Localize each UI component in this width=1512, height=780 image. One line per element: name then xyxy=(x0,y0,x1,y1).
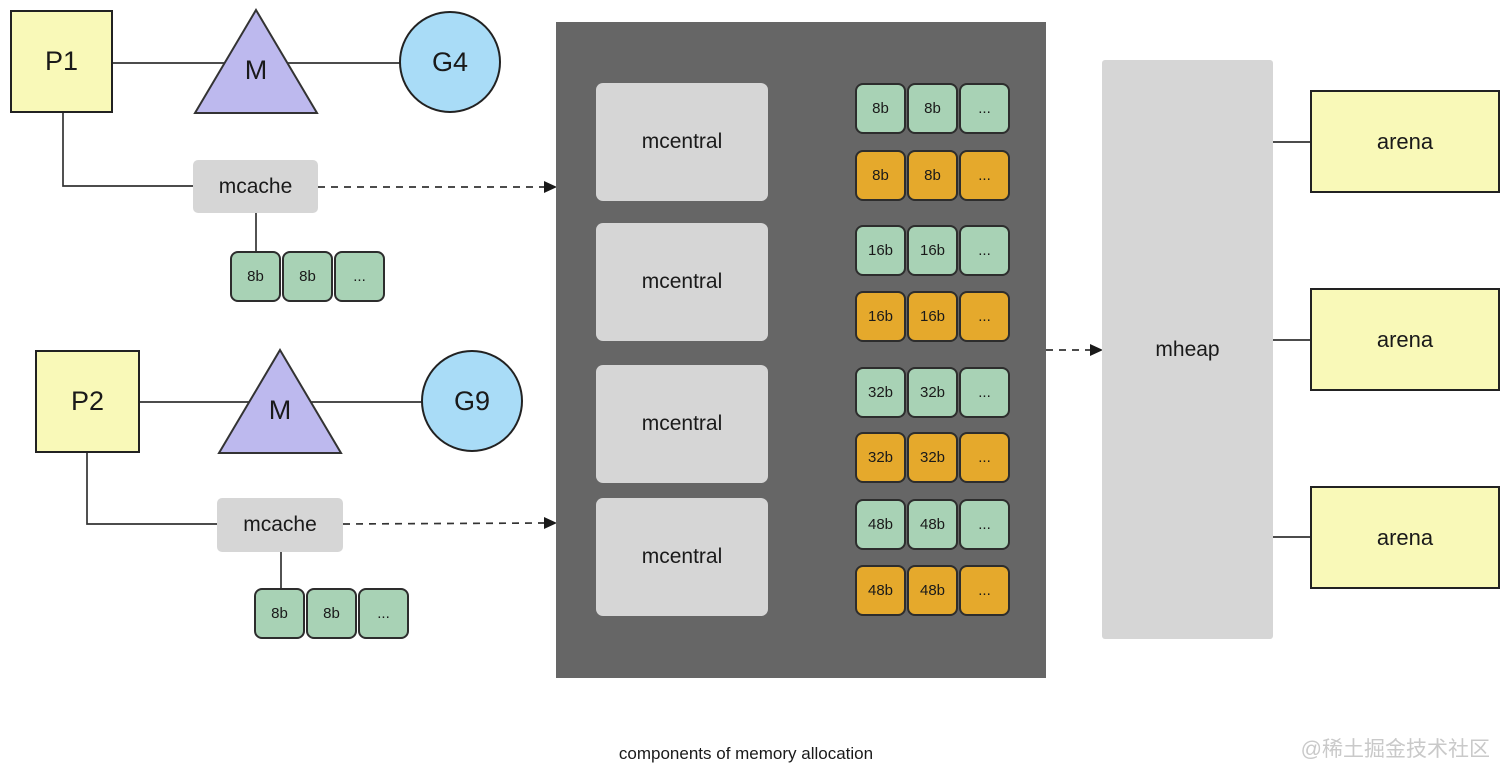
span-cell: ... xyxy=(334,251,385,302)
span-cell: 32b xyxy=(907,367,958,418)
node-m2: M xyxy=(216,347,344,455)
span-cell: 32b xyxy=(855,432,906,483)
mcentral-3: mcentral xyxy=(596,365,768,483)
span-cell: ... xyxy=(959,367,1010,418)
span-cell: 48b xyxy=(907,499,958,550)
span-cell: 16b xyxy=(855,291,906,342)
span-cell: ... xyxy=(959,83,1010,134)
span-cell: 8b xyxy=(230,251,281,302)
mcentral-3-free-spans: 32b 32b ... xyxy=(855,367,1010,418)
arena-3: arena xyxy=(1310,486,1500,589)
watermark: @稀土掘金技术社区 xyxy=(1300,738,1490,761)
span-cell: ... xyxy=(959,499,1010,550)
span-cell: 8b xyxy=(306,588,357,639)
node-g9: G9 xyxy=(421,350,523,452)
mcache-2: mcache xyxy=(217,498,343,552)
mcache-1-label: mcache xyxy=(218,174,293,198)
mheap-label: mheap xyxy=(1155,337,1220,361)
arrowhead-icon xyxy=(544,181,1103,529)
node-g4-label: G4 xyxy=(431,46,469,77)
mcentral-4: mcentral xyxy=(596,498,768,616)
span-cell: 16b xyxy=(907,291,958,342)
span-cell: 16b xyxy=(855,225,906,276)
mcentral-1-full-spans: 8b 8b ... xyxy=(855,150,1010,201)
mcache-1-spans: 8b 8b ... xyxy=(230,251,385,302)
span-cell: 8b xyxy=(254,588,305,639)
mcentral-1-free-spans: 8b 8b ... xyxy=(855,83,1010,134)
node-m1-label: M xyxy=(244,54,268,85)
node-g9-label: G9 xyxy=(453,385,491,416)
node-m1: M xyxy=(192,7,320,115)
node-p1: P1 xyxy=(10,10,113,113)
mcache-2-label: mcache xyxy=(243,513,317,536)
diagram-caption: components of memory allocation xyxy=(618,744,874,763)
node-p1-label: P1 xyxy=(44,46,79,76)
span-cell: 8b xyxy=(907,150,958,201)
span-cell: ... xyxy=(959,291,1010,342)
span-cell: 16b xyxy=(907,225,958,276)
mcentral-3-full-spans: 32b 32b ... xyxy=(855,432,1010,483)
span-cell: ... xyxy=(959,150,1010,201)
span-cell: 48b xyxy=(855,565,906,616)
span-cell: ... xyxy=(959,565,1010,616)
mcentral-2-free-spans: 16b 16b ... xyxy=(855,225,1010,276)
span-cell: 48b xyxy=(855,499,906,550)
span-cell: ... xyxy=(358,588,409,639)
triangle-icon xyxy=(217,348,343,454)
mcentral-4-free-spans: 48b 48b ... xyxy=(855,499,1010,550)
span-cell: ... xyxy=(959,225,1010,276)
node-p2-label: P2 xyxy=(70,386,105,416)
mheap-box: mheap xyxy=(1102,60,1273,639)
span-cell: 32b xyxy=(855,367,906,418)
span-cell: 8b xyxy=(855,83,906,134)
span-cell: 8b xyxy=(282,251,333,302)
node-m2-label: M xyxy=(268,394,292,425)
triangle-icon xyxy=(193,8,319,114)
mcache-2-spans: 8b 8b ... xyxy=(254,588,409,639)
span-cell: 32b xyxy=(907,432,958,483)
span-cell: ... xyxy=(959,432,1010,483)
span-cell: 48b xyxy=(907,565,958,616)
mcentral-1: mcentral xyxy=(596,83,768,201)
node-g4: G4 xyxy=(399,11,501,113)
span-cell: 8b xyxy=(907,83,958,134)
mcentral-2-full-spans: 16b 16b ... xyxy=(855,291,1010,342)
arena-2: arena xyxy=(1310,288,1500,391)
mcache-1: mcache xyxy=(193,160,318,213)
mcentral-2: mcentral xyxy=(596,223,768,341)
node-p2: P2 xyxy=(35,350,140,453)
mcentral-4-full-spans: 48b 48b ... xyxy=(855,565,1010,616)
span-cell: 8b xyxy=(855,150,906,201)
arena-1: arena xyxy=(1310,90,1500,193)
